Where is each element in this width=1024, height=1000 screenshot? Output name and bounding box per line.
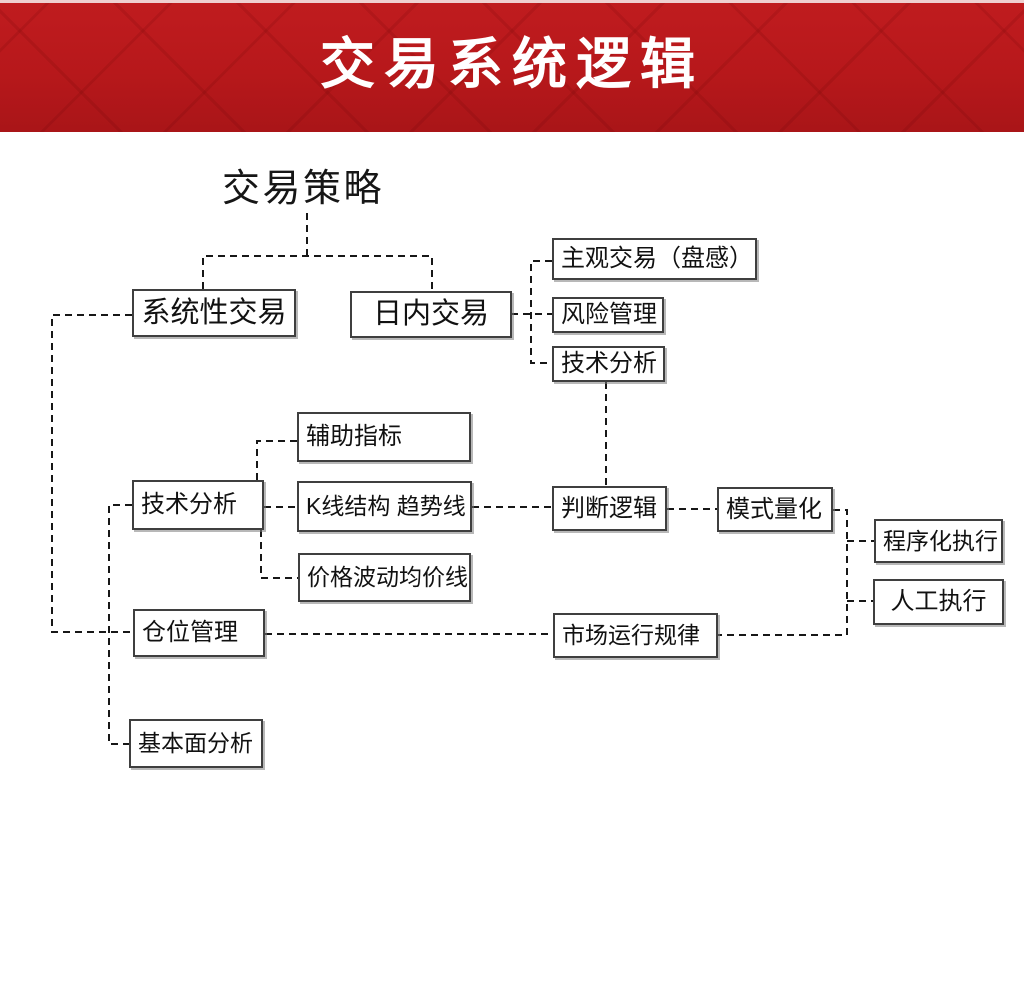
slide-title: 交易系统逻辑 [319,33,704,95]
node-auxiliary-indicators: 辅助指标 [297,412,471,462]
node-systematic-trading: 系统性交易 [132,289,296,337]
title-banner: 交易系统逻辑 [0,0,1024,132]
node-subjective-trading: 主观交易（盘感） [552,238,757,280]
banner-top-strip [0,0,1024,3]
node-price-volatility: 价格波动均价线 [298,553,471,602]
node-risk-management: 风险管理 [552,297,664,333]
node-intraday-trading: 日内交易 [350,291,512,338]
node-market-rules: 市场运行规律 [553,613,718,658]
connector-technical-left-to-price [260,530,298,579]
root-label: 交易策略 [222,168,385,210]
node-manual-execution: 人工执行 [873,579,1004,625]
connector-systematic-to-position [51,314,133,633]
connector-technical-left-to-fundamental [108,504,132,745]
node-kline-structure: K线结构 趋势线 [297,481,472,532]
node-technical-analysis-right: 技术分析 [552,346,665,382]
connector-intraday-to-subjective-and-technical [530,260,552,364]
node-technical-analysis-left: 技术分析 [132,480,264,530]
node-programmatic-execution: 程序化执行 [874,519,1003,563]
node-position-management: 仓位管理 [133,609,265,657]
connector-root-branch [202,255,433,291]
connector-technical-left-to-auxiliary [256,440,297,480]
node-judgment-logic: 判断逻辑 [552,486,667,531]
node-pattern-quantification: 模式量化 [717,487,833,532]
node-fundamental-analysis: 基本面分析 [129,719,263,768]
banner-diagonal-pattern [0,0,1024,132]
